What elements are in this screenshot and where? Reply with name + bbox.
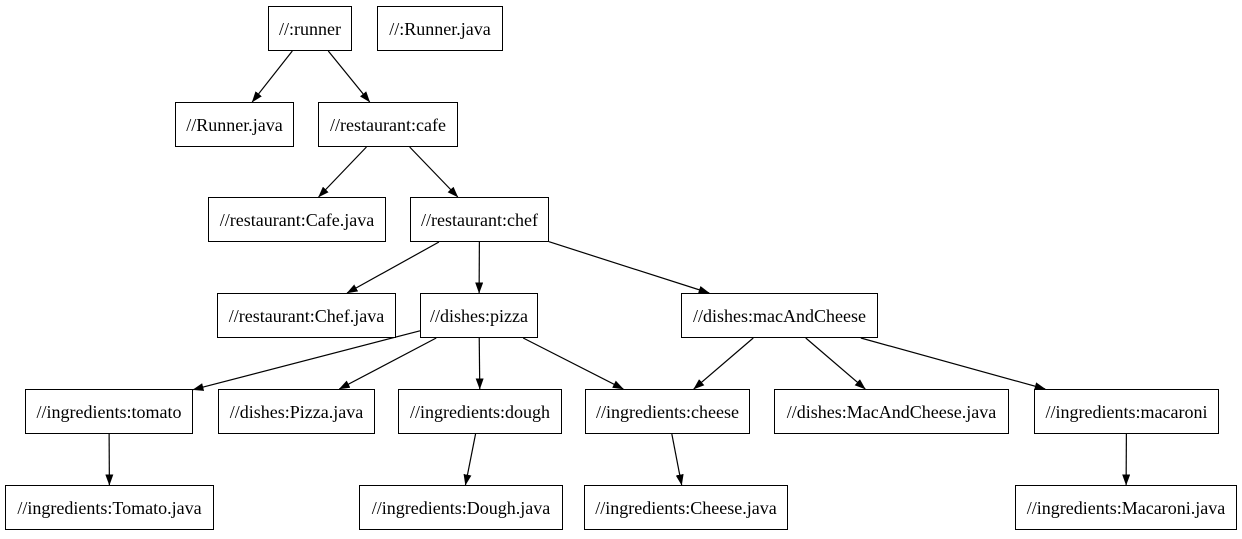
node-ingredients-dough: //ingredients:dough xyxy=(398,389,562,434)
node-ingredients-macaroni-java: //ingredients:Macaroni.java xyxy=(1015,485,1237,530)
node-ingredients-tomato: //ingredients:tomato xyxy=(25,389,193,434)
edge-mac-and-cheese-to-mac-and-cheese-java xyxy=(805,337,866,390)
node-dishes-macandcheese: //dishes:macAndCheese xyxy=(681,293,878,338)
node-runner-java: //Runner.java xyxy=(175,102,294,147)
edge-runner-to-cafe xyxy=(327,50,371,103)
edge-cafe-to-cafe-java xyxy=(318,146,367,198)
node-dishes-pizza: //dishes:pizza xyxy=(420,293,538,338)
node-dishes-pizza-java: //dishes:Pizza.java xyxy=(218,389,375,434)
edge-mac-and-cheese-to-cheese xyxy=(693,337,754,390)
edge-pizza-to-dough xyxy=(475,337,484,390)
edge-pizza-to-cheese xyxy=(522,337,624,390)
edge-dough-to-dough-java xyxy=(463,433,477,486)
node-ingredients-macaroni: //ingredients:macaroni xyxy=(1034,389,1219,434)
edge-mac-and-cheese-to-macaroni xyxy=(860,337,1046,391)
node-restaurant-chef: //restaurant:chef xyxy=(410,197,549,242)
node-ingredients-tomato-java: //ingredients:Tomato.java xyxy=(5,485,214,530)
edge-pizza-to-pizza-java xyxy=(338,337,437,390)
edge-pizza-to-tomato xyxy=(192,330,421,391)
node-ingredients-dough-java: //ingredients:Dough.java xyxy=(359,485,563,530)
edge-cheese-to-cheese-java xyxy=(671,433,684,486)
node-restaurant-chef-java: //restaurant:Chef.java xyxy=(217,293,396,338)
node-runner-java-src: //:Runner.java xyxy=(377,6,503,51)
node-ingredients-cheese-java: //ingredients:Cheese.java xyxy=(584,485,788,530)
node-dishes-macandcheese-java: //dishes:MacAndCheese.java xyxy=(774,389,1009,434)
node-ingredients-cheese: //ingredients:cheese xyxy=(585,389,750,434)
node-restaurant-cafe: //restaurant:cafe xyxy=(318,102,458,147)
edge-chef-to-mac-and-cheese xyxy=(548,241,710,294)
edge-runner-to-runner-java xyxy=(251,50,293,103)
node-restaurant-cafe-java: //restaurant:Cafe.java xyxy=(208,197,386,242)
node-runner: //:runner xyxy=(268,6,352,51)
edge-chef-to-chef-java xyxy=(346,241,440,294)
edge-cafe-to-chef xyxy=(409,146,459,198)
